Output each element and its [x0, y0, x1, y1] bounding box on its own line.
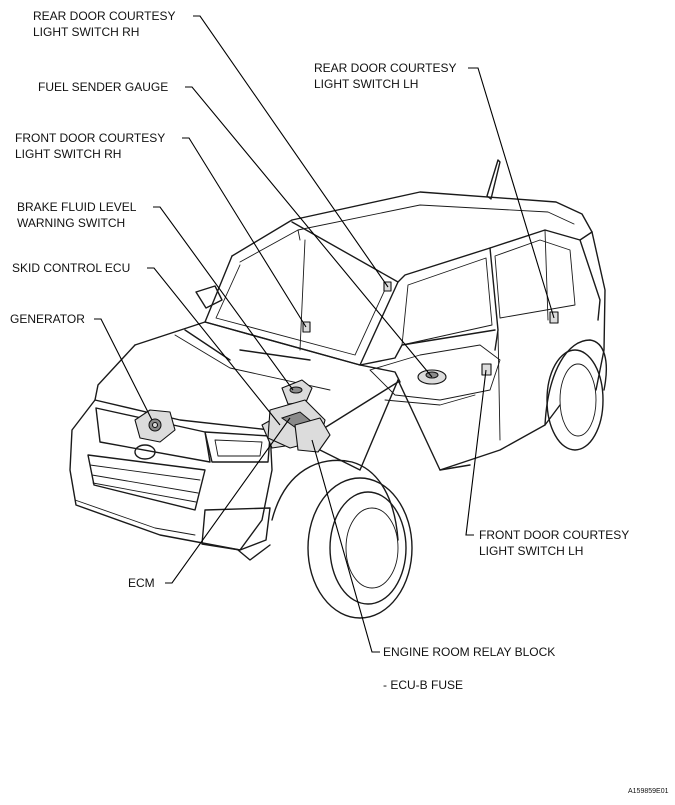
wipers	[184, 329, 311, 361]
label-rear-door-lh: REAR DOOR COURTESY LIGHT SWITCH LH	[314, 61, 460, 91]
components	[134, 281, 559, 453]
front-rim	[329, 491, 407, 605]
leader-lines	[94, 15, 555, 653]
brake-fluid-switch-part	[281, 379, 313, 405]
leader-fuel-sender	[185, 86, 433, 378]
label-front-door-lh: FRONT DOOR COURTESY LIGHT SWITCH LH	[479, 528, 632, 558]
leader-ecm	[165, 417, 291, 584]
engine-room-relay-block-part	[294, 417, 331, 453]
label-brake-fluid-level: BRAKE FLUID LEVEL WARNING SWITCH	[17, 200, 139, 230]
emblem	[134, 444, 156, 460]
side-mirror	[195, 285, 223, 309]
label-rear-door-rh: REAR DOOR COURTESY LIGHT SWITCH RH	[33, 9, 179, 39]
label-engine-room-relay-block: ENGINE ROOM RELAY BLOCK	[383, 645, 555, 659]
fuel-tank	[369, 344, 501, 401]
leader-brake-fluid	[153, 206, 294, 391]
leader-generator	[94, 318, 153, 421]
front-tire	[307, 477, 413, 619]
leader-front-door-lh	[465, 369, 487, 536]
label-generator: GENERATOR	[10, 312, 85, 326]
front-door-lh-switch-part	[481, 363, 492, 376]
lower-grille	[87, 454, 206, 511]
front-wheel-arch	[271, 459, 399, 541]
callout-labels: REAR DOOR COURTESY LIGHT SWITCH RH FUEL …	[10, 9, 669, 795]
hood-rear-edge	[134, 321, 401, 383]
rear-quarter	[591, 231, 606, 391]
leader-front-door-rh	[182, 137, 307, 328]
label-ecu-b-fuse: - ECU-B FUSE	[383, 678, 463, 692]
leader-rear-door-rh	[193, 15, 389, 288]
label-ecm: ECM	[128, 576, 155, 590]
headlight	[204, 431, 271, 463]
rear-tire	[546, 349, 604, 451]
label-front-door-rh: FRONT DOOR COURTESY LIGHT SWITCH RH	[15, 131, 168, 161]
generator-part	[134, 409, 176, 443]
leader-rear-door-lh	[468, 67, 555, 319]
rear-wheel-arch	[544, 339, 608, 426]
leader-skid-control	[147, 267, 281, 426]
sill	[439, 404, 561, 471]
front-door-rh-switch-part	[302, 321, 311, 333]
leader-relay-block	[311, 439, 380, 653]
label-skid-control-ecu: SKID CONTROL ECU	[12, 261, 130, 275]
antenna	[486, 159, 501, 200]
roof-outline	[231, 191, 593, 257]
vehicle-illustration	[69, 159, 608, 619]
roof-inner-line	[239, 204, 575, 263]
figure-code: A159859E01	[628, 788, 669, 795]
fog-light-housing	[201, 507, 271, 551]
front-fascia	[69, 399, 273, 551]
windshield	[204, 221, 399, 366]
label-fuel-sender-gauge: FUEL SENDER GAUGE	[38, 80, 168, 94]
